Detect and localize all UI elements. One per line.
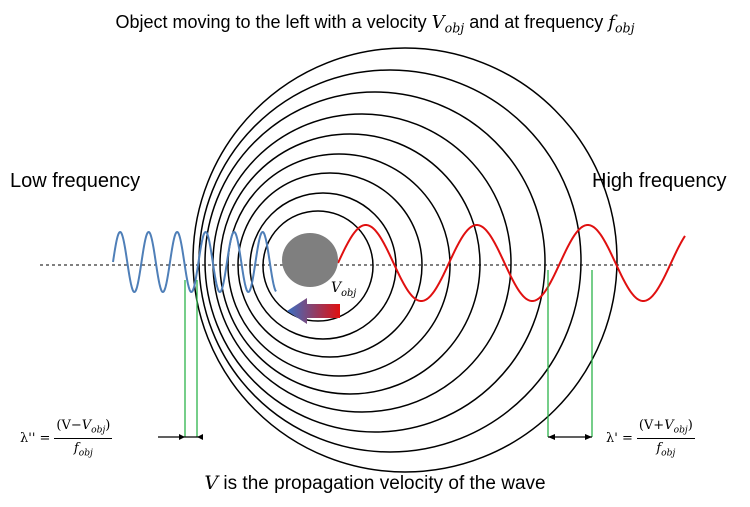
formula-right: λ' = (V+Vobj) fobj — [606, 418, 695, 458]
caption: V is the propagation velocity of the wav… — [0, 472, 750, 495]
wavelength-markers — [185, 270, 592, 437]
left-wavelength-arrow — [158, 434, 203, 440]
formula-left: λ'' = (V−Vobj) fobj — [20, 418, 112, 458]
formula-right-lhs: λ' = — [606, 431, 633, 446]
wavefront-circle — [228, 154, 450, 376]
formula-left-lhs: λ'' = — [20, 431, 50, 446]
velocity-label: Vobj — [331, 280, 356, 299]
wavefront-circle — [213, 114, 511, 412]
right-wavelength-arrow — [548, 434, 592, 440]
moving-object — [282, 233, 338, 287]
